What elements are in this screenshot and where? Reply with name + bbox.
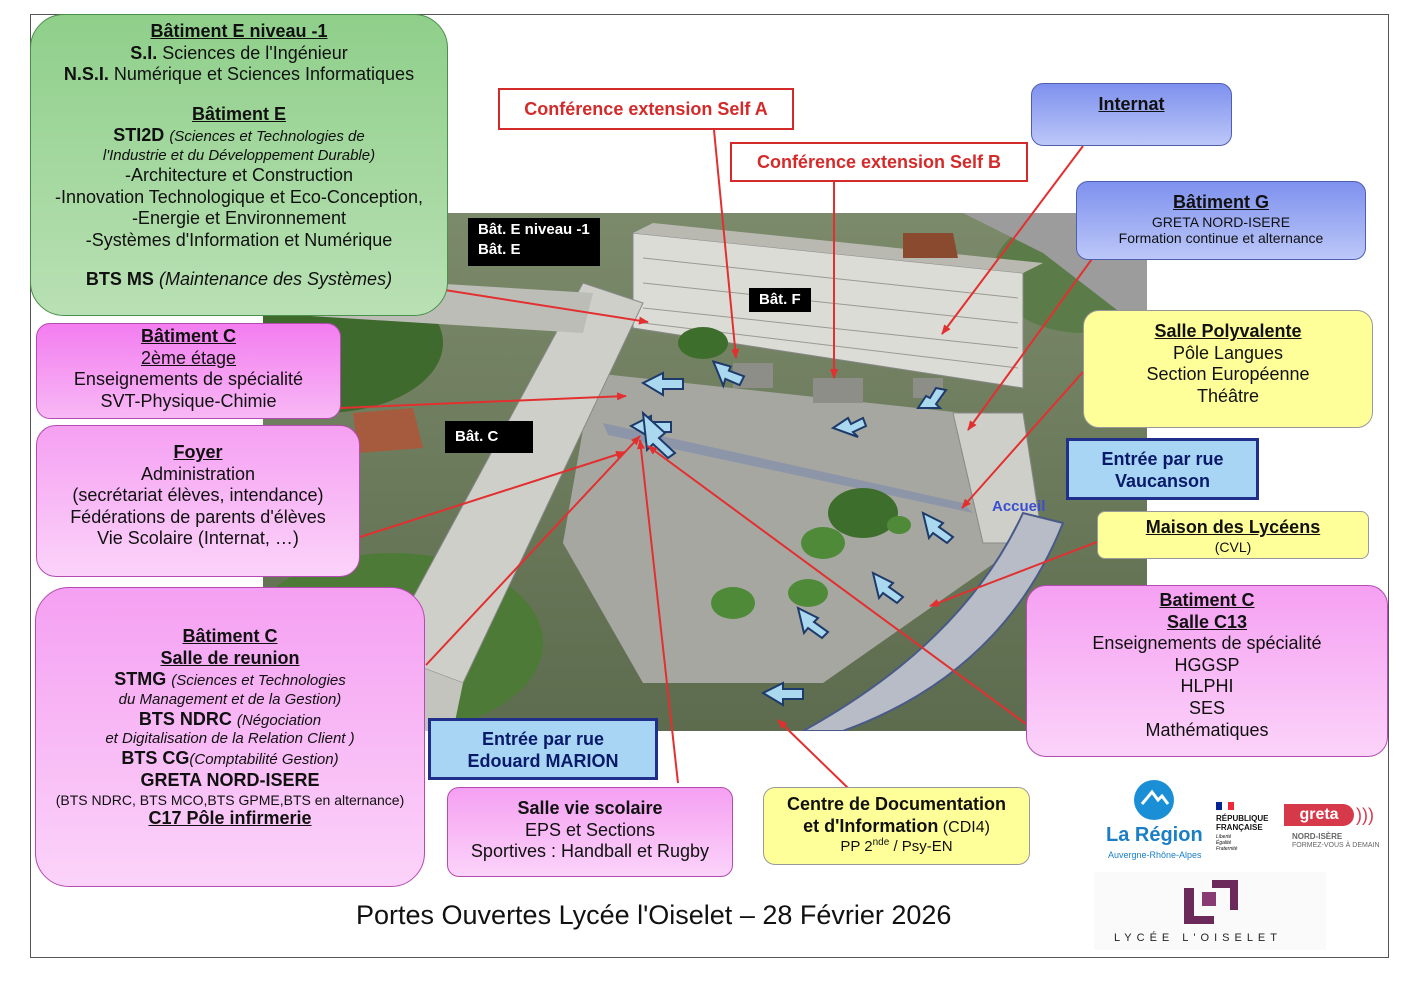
box-salle-vie-scolaire: Salle vie scolaire EPS et Sections Sport… bbox=[447, 787, 733, 877]
reunion-c17: C17 Pôle infirmerie bbox=[148, 808, 312, 829]
la-region-icon bbox=[1134, 780, 1174, 820]
lycee-oiselet-name: LYCÉE L'OISELET bbox=[1114, 932, 1282, 944]
bat-e-option-ac: -Architecture et Construction bbox=[124, 164, 354, 185]
bat-e-nsi: N.S.I. Numérique et Sciences Informatiqu… bbox=[63, 64, 415, 85]
rf-line1: RÉPUBLIQUE bbox=[1216, 814, 1269, 823]
polyvalente-l2: Section Européenne bbox=[1146, 364, 1310, 385]
mdl-sub: (CVL) bbox=[1214, 538, 1252, 555]
polyvalente-l1: Pôle Langues bbox=[1172, 342, 1284, 363]
box-batiment-e: Bâtiment E niveau -1 S.I. Sciences de l'… bbox=[30, 14, 448, 316]
bat-c2-sub: 2ème étage bbox=[140, 347, 237, 368]
bat-e-title: Bâtiment E bbox=[191, 103, 287, 124]
entree-vaucanson-l2: Vaucanson bbox=[1114, 470, 1211, 491]
box-salle-polyvalente: Salle Polyvalente Pôle Langues Section E… bbox=[1083, 310, 1373, 428]
c13-title: Batiment C bbox=[1159, 590, 1255, 610]
entree-marion-l2: Edouard MARION bbox=[467, 750, 619, 771]
box-batiment-c-c13: Batiment C Salle C13 Enseignements de sp… bbox=[1026, 585, 1388, 757]
bat-e-option-ee: -Energie et Environnement bbox=[131, 208, 347, 229]
bat-e-title-level: Bâtiment E niveau -1 bbox=[150, 21, 328, 41]
salle-vie-l2: Sportives : Handball et Rugby bbox=[470, 841, 710, 862]
bat-c2-l2: SVT-Physique-Chimie bbox=[100, 390, 277, 411]
reunion-ndrc-desc: et Digitalisation de la Relation Client … bbox=[105, 730, 355, 748]
c13-l1: Enseignements de spécialité bbox=[1092, 633, 1322, 654]
bat-e-sti2d-desc: l'Industrie et du Développement Durable) bbox=[102, 146, 376, 164]
logo-greta: greta ))) NORD-ISÈRE FORMEZ-VOUS À DEMAI… bbox=[1284, 804, 1380, 854]
greta-badge: greta bbox=[1284, 804, 1354, 826]
polyvalente-title: Salle Polyvalente bbox=[1154, 321, 1302, 341]
bat-c2-l1: Enseignements de spécialité bbox=[73, 369, 304, 390]
label-bat-e-level: Bât. E niveau -1 bbox=[478, 221, 590, 238]
foyer-l3: Fédérations de parents d'élèves bbox=[70, 506, 326, 527]
bat-e-option-sin: -Systèmes d'Information et Numérique bbox=[85, 229, 393, 250]
footer-title: Portes Ouvertes Lycée l'Oiselet – 28 Fév… bbox=[356, 900, 952, 930]
c13-l4: SES bbox=[1188, 697, 1226, 718]
oiselet-mark-icon bbox=[1184, 880, 1238, 924]
c13-l3: HLPHI bbox=[1180, 676, 1234, 697]
foyer-l4: Vie Scolaire (Internat, …) bbox=[97, 528, 299, 549]
bat-e-option-itec: -Innovation Technologique et Eco-Concept… bbox=[55, 186, 423, 207]
box-conference-self-b: Conférence extension Self B bbox=[730, 142, 1028, 182]
c13-sub: Salle C13 bbox=[1166, 611, 1248, 632]
logo-lycee-oiselet: LYCÉE L'OISELET bbox=[1094, 872, 1326, 950]
box-foyer: Foyer Administration (secrétariat élèves… bbox=[36, 425, 360, 577]
entree-vaucanson-l1: Entrée par rue bbox=[1101, 449, 1224, 469]
reunion-greta: GRETA NORD-ISERE bbox=[140, 769, 320, 790]
foyer-l1: Administration bbox=[140, 463, 256, 484]
rf-line4: Égalité bbox=[1216, 840, 1232, 846]
cdi-l1: Centre de Documentation bbox=[786, 794, 1007, 814]
foyer-title: Foyer bbox=[173, 442, 223, 462]
box-maison-des-lyceens: Maison des Lycéens (CVL) bbox=[1097, 511, 1369, 559]
rf-flag-icon bbox=[1216, 802, 1234, 810]
rf-line2: FRANÇAISE bbox=[1216, 823, 1263, 832]
label-accueil: Accueil bbox=[992, 498, 1046, 515]
label-bat-e: Bât. E niveau -1 Bât. E bbox=[468, 218, 600, 266]
reunion-sub: Salle de reunion bbox=[160, 647, 300, 668]
polyvalente-l3: Théâtre bbox=[1196, 385, 1260, 406]
box-entree-marion: Entrée par rue Edouard MARION bbox=[428, 718, 658, 780]
bat-e-bts-ms: BTS MS (Maintenance des Systèmes) bbox=[85, 269, 393, 290]
label-bat-c: Bât. C bbox=[445, 421, 533, 453]
bat-g-title: Bâtiment G bbox=[1172, 192, 1269, 212]
rf-line5: Fraternité bbox=[1216, 846, 1238, 852]
la-region-name: La Région bbox=[1106, 824, 1203, 846]
reunion-greta-desc: (BTS NDRC, BTS MCO,BTS GPME,BTS en alter… bbox=[55, 791, 405, 808]
box-conference-self-a: Conférence extension Self A bbox=[498, 88, 794, 130]
label-bat-f: Bât. F bbox=[749, 288, 811, 312]
box-entree-vaucanson: Entrée par rue Vaucanson bbox=[1066, 438, 1259, 500]
greta-sub2: FORMEZ-VOUS À DEMAIN bbox=[1292, 842, 1380, 849]
c13-l5: Mathématiques bbox=[1145, 719, 1269, 740]
internat-title: Internat bbox=[1098, 94, 1165, 114]
reunion-title: Bâtiment C bbox=[182, 626, 278, 646]
bat-e-si: S.I. Sciences de l'Ingénieur bbox=[130, 42, 348, 63]
foyer-l2: (secrétariat élèves, intendance) bbox=[72, 485, 324, 506]
greta-sub1: NORD-ISÈRE bbox=[1292, 832, 1343, 841]
bat-c2-title: Bâtiment C bbox=[140, 326, 236, 346]
logo-republique-francaise: RÉPUBLIQUE FRANÇAISE Liberté Égalité Fra… bbox=[1216, 802, 1276, 852]
bat-e-sti2d: STI2D (Sciences et Technologies de bbox=[113, 125, 365, 146]
salle-vie-l1: EPS et Sections bbox=[524, 819, 656, 840]
reunion-stmg: STMG (Sciences et Technologies bbox=[114, 669, 346, 690]
logo-la-region: La Région Auvergne-Rhône-Alpes bbox=[1104, 778, 1204, 862]
cdi-l2: et d'Information (CDI4) bbox=[803, 815, 990, 836]
reunion-cg: BTS CG(Comptabilité Gestion) bbox=[121, 748, 339, 769]
mdl-title: Maison des Lycéens bbox=[1145, 517, 1321, 537]
label-bat-e-main: Bât. E bbox=[478, 241, 521, 258]
bat-g-l2: Formation continue et alternance bbox=[1118, 230, 1324, 247]
bat-g-l1: GRETA NORD-ISERE bbox=[1151, 213, 1291, 230]
salle-vie-title: Salle vie scolaire bbox=[517, 798, 663, 818]
c13-l2: HGGSP bbox=[1174, 654, 1240, 675]
rf-line3: Liberté bbox=[1216, 834, 1232, 840]
box-batiment-c-reunion: Bâtiment C Salle de reunion STMG (Scienc… bbox=[35, 587, 425, 887]
entree-marion-l1: Entrée par rue bbox=[481, 729, 605, 749]
box-batiment-g: Bâtiment G GRETA NORD-ISERE Formation co… bbox=[1076, 181, 1366, 260]
greta-waves-icon: ))) bbox=[1356, 805, 1374, 825]
la-region-sub: Auvergne-Rhône-Alpes bbox=[1108, 850, 1202, 860]
cdi-l3: PP 2nde / Psy-EN bbox=[840, 837, 953, 856]
reunion-stmg-desc: du Management et de la Gestion) bbox=[118, 690, 342, 708]
box-cdi: Centre de Documentation et d'Information… bbox=[763, 787, 1030, 865]
reunion-ndrc: BTS NDRC (Négociation bbox=[138, 708, 322, 729]
box-batiment-c-2e-etage: Bâtiment C 2ème étage Enseignements de s… bbox=[36, 323, 341, 419]
box-internat: Internat bbox=[1031, 83, 1232, 146]
